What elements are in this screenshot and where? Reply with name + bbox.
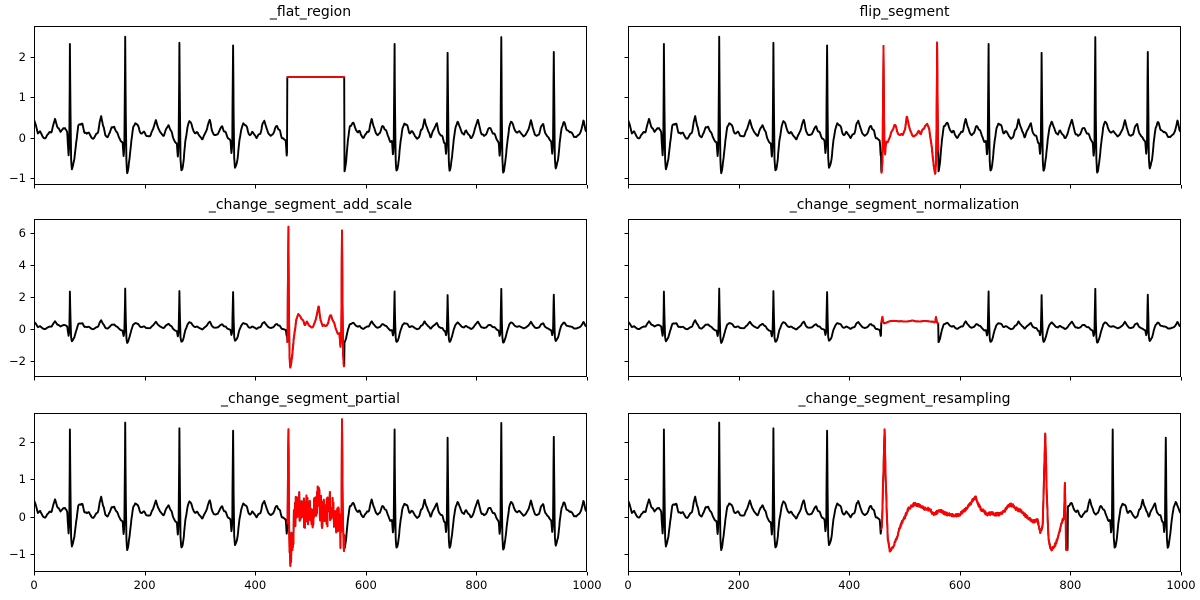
plot-title: _change_segment_normalization — [789, 197, 1020, 213]
modified-segment-path — [880, 428, 1069, 553]
x-tick-label: 800 — [1059, 578, 1082, 592]
modified-segment-path — [880, 41, 940, 175]
x-tick-label: 800 — [465, 578, 488, 592]
plot-canvas — [30, 219, 588, 381]
y-tick-label: −2 — [9, 353, 26, 368]
subplot-change-segment-resampling: _change_segment_resampling 0 200 400 600 800… — [624, 391, 1195, 592]
subplot-flip-segment: flip_segment — [624, 4, 1182, 189]
axes-spines — [34, 219, 587, 377]
x-tick-label: 0 — [30, 578, 38, 592]
plot-canvas — [30, 26, 588, 189]
axes-spines — [628, 219, 1181, 377]
axes-spines — [34, 26, 587, 185]
y-tick-label: −1 — [9, 547, 26, 562]
y-tick-label: 2 — [18, 434, 26, 449]
y-tick-label: 0 — [18, 321, 26, 336]
y-tick-label: 6 — [18, 225, 26, 240]
x-tick-label: 600 — [354, 578, 377, 592]
subplot-change-segment-normalization: _change_segment_normalization — [624, 197, 1182, 381]
plot-canvas — [624, 219, 1182, 381]
ecg-signal-path — [628, 421, 1181, 553]
x-tick-label: 0 — [624, 578, 632, 592]
x-tick-label: 1000 — [572, 578, 602, 592]
y-tick-label: −1 — [9, 170, 26, 185]
ecg-signal-path — [628, 35, 1181, 175]
plot-canvas — [624, 413, 1182, 576]
y-tick-label: 0 — [18, 130, 26, 145]
plot-title: _change_segment_add_scale — [208, 197, 413, 213]
axes-spines — [628, 26, 1181, 185]
x-tick-label: 600 — [948, 578, 971, 592]
plot-title: _change_segment_partial — [221, 391, 400, 407]
subplot-change-segment-add-scale: _change_segment_add_scale −2 0 2 4 6 — [9, 197, 588, 381]
plot-title: flip_segment — [859, 4, 950, 20]
y-tick-label: 1 — [18, 472, 26, 487]
subplot-flat-region: _flat_region −1 0 1 2 — [9, 4, 588, 189]
x-tick-label: 400 — [838, 578, 861, 592]
ecg-signal-path — [34, 35, 587, 175]
modified-segment-path — [880, 315, 940, 325]
plot-canvas — [30, 413, 588, 576]
axes-spines — [628, 413, 1181, 572]
y-tick-label: 1 — [18, 90, 26, 105]
plot-canvas — [624, 26, 1182, 189]
ecg-signal-path — [34, 225, 587, 369]
y-tick-label: 4 — [18, 257, 26, 272]
x-tick-label: 200 — [727, 578, 750, 592]
y-tick-label: 0 — [18, 509, 26, 524]
axes-spines — [34, 413, 587, 572]
plot-title: _flat_region — [269, 4, 352, 20]
plot-title: _change_segment_resampling — [798, 391, 1011, 407]
x-tick-label: 200 — [133, 578, 156, 592]
modified-segment-path — [286, 418, 346, 567]
x-tick-label: 1000 — [1166, 578, 1196, 592]
y-tick-label: 2 — [18, 49, 26, 64]
y-tick-label: 2 — [18, 289, 26, 304]
ecg-signal-path — [628, 287, 1181, 344]
modified-segment-path — [286, 225, 346, 369]
subplot-change-segment-partial: _change_segment_partial 0 200 400 600 800 100… — [9, 391, 602, 592]
ecg-signal-path — [34, 418, 587, 567]
x-tick-label: 400 — [244, 578, 267, 592]
